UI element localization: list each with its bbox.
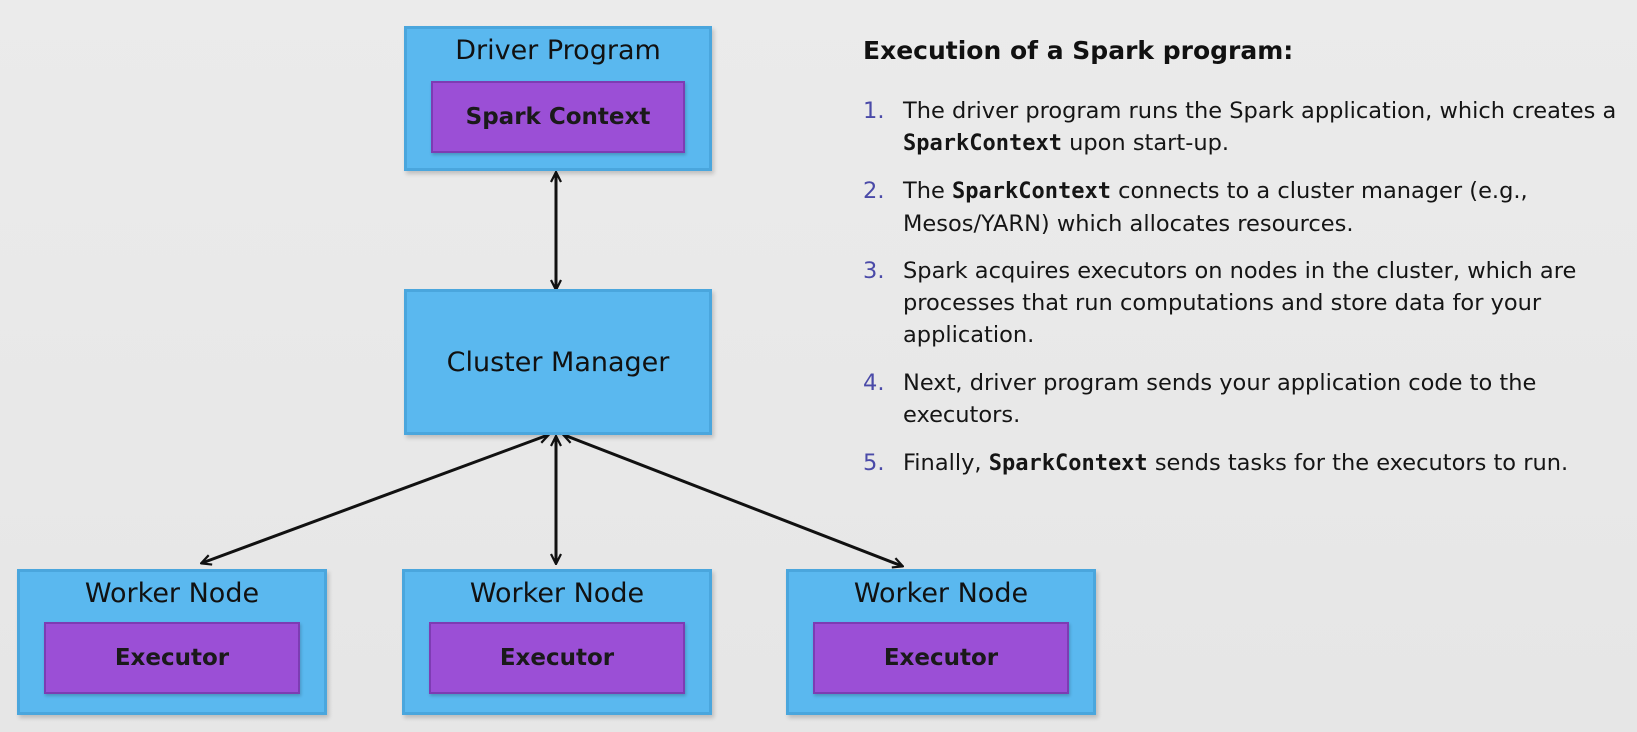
steps-list: 1. The driver program runs the Spark app… (863, 95, 1618, 480)
step-number: 4. (863, 370, 885, 396)
step-number: 3. (863, 258, 885, 284)
explanation-panel: Execution of a Spark program: 1. The dri… (863, 30, 1618, 495)
cluster-worker-1-arrow (202, 435, 548, 563)
step-item: 1. The driver program runs the Spark app… (863, 95, 1618, 160)
driver-program-title: Driver Program (455, 35, 661, 66)
executor-box: Executor (44, 622, 300, 694)
executor-box: Executor (813, 622, 1069, 694)
cluster-manager-box: Cluster Manager (404, 289, 712, 435)
step-number: 5. (863, 450, 885, 476)
step-item: 3. Spark acquires executors on nodes in … (863, 255, 1618, 352)
cluster-worker-3-arrow (564, 435, 902, 566)
step-text-tail: connects to a cluster manager (e.g., Mes… (903, 178, 1528, 237)
step-number: 2. (863, 178, 885, 204)
step-text: Next, driver program sends your applicat… (903, 370, 1537, 428)
step-text-tail: sends tasks for the executors to run. (1147, 450, 1569, 476)
driver-program-box: Driver Program Spark Context (404, 26, 712, 171)
worker-node-title: Worker Node (84, 578, 260, 609)
spark-context-box: Spark Context (431, 81, 685, 153)
worker-node-box-3: Worker Node Executor (786, 569, 1096, 715)
worker-node-title: Worker Node (853, 578, 1029, 609)
step-text: The driver program runs the Spark applic… (903, 98, 1617, 124)
step-item: 5. Finally, SparkContext sends tasks for… (863, 447, 1618, 480)
worker-node-title: Worker Node (469, 578, 645, 609)
step-code: SparkContext (988, 451, 1148, 476)
cluster-manager-label: Cluster Manager (446, 346, 670, 378)
step-text: Finally, (903, 450, 989, 476)
executor-box: Executor (429, 622, 685, 694)
explanation-title: Execution of a Spark program: (863, 36, 1294, 65)
step-item: 2. The SparkContext connects to a cluste… (863, 175, 1618, 240)
step-text: The (903, 178, 952, 204)
step-text: Spark acquires executors on nodes in the… (903, 258, 1577, 348)
step-text-tail: upon start-up. (1061, 130, 1230, 156)
worker-node-box-1: Worker Node Executor (17, 569, 327, 715)
step-code: SparkContext (903, 131, 1062, 156)
worker-node-box-2: Worker Node Executor (402, 569, 712, 715)
step-item: 4. Next, driver program sends your appli… (863, 367, 1618, 432)
step-code: SparkContext (952, 179, 1111, 204)
step-number: 1. (863, 98, 885, 124)
